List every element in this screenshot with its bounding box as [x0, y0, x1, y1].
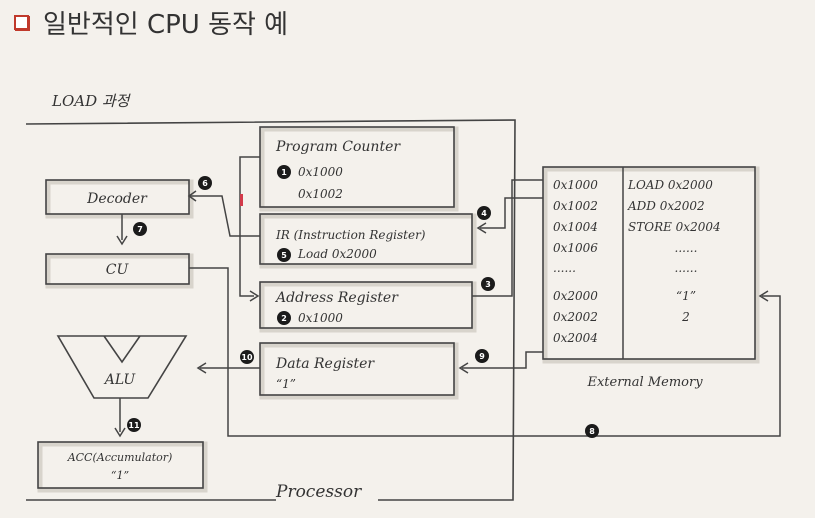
external-memory-box	[542, 166, 756, 360]
memory-address: 0x2002	[553, 310, 598, 324]
memory-to-data-line	[462, 351, 543, 369]
svg-text:7: 7	[137, 225, 143, 234]
memory-address: 0x2000	[553, 289, 598, 303]
pc-to-address-line	[239, 156, 260, 297]
data-register-value: “1”	[276, 377, 296, 391]
program-counter-box	[259, 126, 455, 208]
step-badge-6: 6	[198, 176, 212, 190]
step-badge-8: 8	[585, 424, 599, 438]
program-counter-value-1: 0x1000	[298, 165, 343, 179]
svg-text:4: 4	[481, 209, 487, 218]
svg-text:9: 9	[479, 352, 485, 361]
memory-content: STORE 0x2004	[628, 220, 721, 234]
svg-text:10: 10	[241, 353, 253, 362]
decoder-box	[45, 179, 190, 215]
memory-address: ......	[553, 261, 576, 275]
processor-box	[25, 119, 516, 501]
acc-box	[37, 441, 204, 489]
load-process-label: LOAD 과정	[51, 92, 132, 110]
step-badge-3: 3	[481, 277, 495, 291]
svg-text:11: 11	[128, 421, 140, 430]
external-memory-label: External Memory	[586, 375, 703, 390]
memory-content: ......	[675, 241, 698, 255]
data-register-label: Data Register	[275, 356, 375, 372]
step-badge-1: 1	[277, 165, 291, 179]
memory-address: 0x1000	[553, 178, 598, 192]
memory-content: “1”	[676, 289, 696, 303]
step-badge-9: 9	[475, 349, 489, 363]
cu-box	[45, 253, 190, 285]
cu-control-line	[189, 267, 781, 437]
step-badge-11: 11	[127, 418, 141, 432]
slide-title-text: 일반적인 CPU 동작 예	[43, 10, 289, 40]
step-badge-5: 5	[277, 248, 291, 262]
ir-to-decoder-line	[189, 195, 260, 237]
ir-label: IR (Instruction Register)	[275, 228, 426, 242]
step-badge-4: 4	[477, 206, 491, 220]
ir-box	[259, 213, 473, 265]
memory-address: 0x1004	[553, 220, 598, 234]
memory-to-ir-line	[480, 197, 543, 229]
slide-title: 일반적인 CPU 동작 예	[14, 4, 288, 41]
acc-value: “1”	[111, 469, 129, 482]
program-counter-value-2: 0x1002	[298, 187, 343, 201]
svg-text:6: 6	[202, 179, 208, 188]
step-badges: 1 2 3 4 5 6 7 8 9 10 11	[127, 165, 599, 438]
memory-content: ADD 0x2002	[627, 199, 705, 213]
svg-text:3: 3	[485, 280, 491, 289]
acc-label: ACC(Accumulator)	[67, 451, 173, 464]
svg-text:2: 2	[281, 314, 287, 323]
program-counter-label: Program Counter	[275, 139, 401, 155]
svg-text:1: 1	[281, 168, 287, 177]
step-badge-7: 7	[133, 222, 147, 236]
cu-label: CU	[106, 262, 130, 278]
red-marker-icon	[240, 194, 243, 206]
alu-label: ALU	[103, 372, 137, 388]
decoder-label: Decoder	[86, 191, 148, 207]
svg-text:8: 8	[589, 427, 595, 436]
step-badge-10: 10	[240, 350, 254, 364]
memory-address: 0x2004	[553, 331, 598, 345]
address-register-label: Address Register	[274, 290, 399, 306]
ir-value: Load 0x2000	[297, 247, 377, 261]
step-badge-2: 2	[277, 311, 291, 325]
memory-address: 0x1002	[553, 199, 598, 213]
address-to-memory-line	[472, 179, 543, 297]
square-bullet-icon	[14, 15, 29, 30]
svg-text:5: 5	[281, 251, 287, 260]
alu-shape	[56, 335, 188, 399]
data-register-box	[259, 342, 455, 396]
address-register-box	[259, 281, 473, 329]
memory-content: LOAD 0x2000	[627, 178, 713, 192]
memory-content: 2	[681, 310, 690, 324]
memory-address: 0x1006	[553, 241, 598, 255]
memory-rows: 0x1000 LOAD 0x2000 0x1002 ADD 0x2002 0x1004 S…	[553, 178, 721, 345]
processor-label: Processor	[275, 482, 362, 502]
memory-content: ......	[675, 261, 698, 275]
address-register-value: 0x1000	[298, 311, 343, 325]
